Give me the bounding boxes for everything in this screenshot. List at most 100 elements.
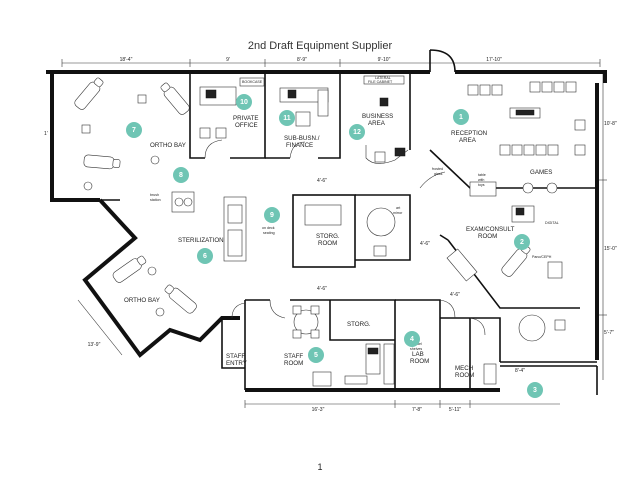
computer-icon	[205, 89, 217, 99]
chair-icon	[374, 151, 386, 163]
room-marker-8: 8	[173, 167, 189, 183]
label-lab-2: ROOM	[410, 358, 429, 365]
sink-icon	[227, 204, 243, 224]
label-digital: DIGITAL	[545, 221, 559, 225]
waiting-chairs	[467, 81, 586, 156]
label-exam-2: ROOM	[478, 233, 497, 240]
room-marker-1: 1	[453, 109, 469, 125]
model-shelves	[383, 343, 395, 385]
label-mech-2: ROOM	[455, 372, 474, 379]
dim-bottom-1: 16'-3"	[312, 407, 325, 413]
label-ondeck-2: seating	[263, 231, 275, 235]
dim-mid-1: 4'-6"	[317, 178, 327, 184]
stool-icon	[81, 124, 91, 134]
room-marker-number: 2	[520, 239, 524, 246]
label-reception-2: AREA	[459, 137, 477, 144]
room-marker-number: 8	[179, 172, 183, 179]
stool-icon	[147, 266, 157, 276]
staff-table-icon	[293, 309, 319, 335]
game-stool-icon	[546, 182, 558, 194]
label-business-area-2: AREA	[368, 120, 386, 127]
stool-icon	[155, 307, 165, 317]
dim-bottom-4: 8'-4"	[515, 368, 525, 374]
counter-icon	[344, 375, 368, 385]
label-lab-1: LAB	[412, 351, 424, 358]
ortho-chair-icon	[83, 154, 121, 170]
dental-chair-icon	[518, 314, 546, 342]
label-staff-entry-1: STAFF	[226, 353, 245, 360]
cabinet-icon	[317, 89, 329, 117]
dim-mid-4: 4'-6"	[450, 292, 460, 298]
label-exam-1: EXAM/CONSULT	[466, 226, 515, 233]
stool-icon	[150, 155, 160, 165]
restroom-icon	[366, 207, 396, 237]
bookcase	[239, 77, 265, 87]
dim-mid-2: 4'-6"	[420, 241, 430, 247]
room-marker-number: 5	[314, 352, 318, 359]
label-sterilization: STERILIZATION	[178, 237, 224, 244]
room-marker-5: 5	[308, 347, 324, 363]
dim-right-2: 15'-0"	[604, 246, 617, 252]
room-marker-number: 11	[283, 115, 291, 122]
room-marker-number: 12	[353, 129, 361, 136]
ortho-chair-icon	[164, 284, 197, 314]
outer-walls	[46, 49, 607, 395]
room-marker-number: 7	[132, 127, 136, 134]
page-title: 2nd Draft Equipment Supplier	[247, 40, 393, 52]
door-swings	[204, 139, 486, 336]
label-staff-room-2: ROOM	[284, 360, 303, 367]
label-ondeck-1: on deck	[262, 226, 275, 230]
label-ortho-bay-top: ORTHO BAY	[150, 142, 186, 149]
exam-chair-icon	[501, 244, 531, 277]
computer-icon	[394, 147, 406, 157]
chair-icon	[215, 127, 227, 139]
label-staff-room-1: STAFF	[284, 353, 303, 360]
cabinet-icon	[227, 229, 243, 257]
dimension-lines-top: 18'-4" 9' 8'-9" 9'-10" 17'-10"	[61, 57, 601, 67]
label-lateral-1: LATERAL	[375, 76, 391, 80]
label-sub-business-2: FINANCE	[286, 142, 313, 149]
label-staff-entry-2: ENTRY	[226, 360, 247, 367]
computer-icon	[379, 97, 389, 107]
dim-top-5: 17'-10"	[486, 57, 502, 63]
dim-top-4: 9'-10"	[378, 57, 391, 63]
room-marker-4: 4	[404, 331, 420, 347]
room-marker-number: 6	[203, 253, 207, 260]
counter-icon	[446, 248, 478, 282]
ortho-chair-icon	[160, 82, 190, 115]
dim-right-1: 10'-8"	[604, 121, 617, 127]
furniture	[74, 75, 586, 387]
dim-left-edge: 1'	[44, 131, 48, 137]
room-marker-7: 7	[126, 122, 142, 138]
label-reception-1: RECEPTION	[451, 130, 487, 137]
dimension-lines-right: 10'-8" 15'-0" 5'-7"	[599, 72, 617, 380]
label-business-area-1: BUSINESS	[362, 113, 393, 120]
label-ortho-bay-bottom: ORTHO BAY	[124, 297, 160, 304]
label-toys-1: table	[478, 173, 486, 177]
label-games: GAMES	[530, 169, 552, 176]
room-marker-2: 2	[514, 234, 530, 250]
dim-top-1: 18'-4"	[120, 57, 133, 63]
label-private-office-1: PRIVATE	[233, 115, 259, 122]
room-marker-number: 9	[270, 212, 274, 219]
label-storage-center-1: STORG.	[316, 233, 340, 240]
dimension-lines-interior: 4'-6" 4'-6" 4'-6" 4'-6" 16'-3" 7'-8" 5'-…	[44, 131, 560, 413]
label-mech-1: MECH	[455, 365, 473, 372]
room-marker-number: 1	[459, 114, 463, 121]
chair-icon	[295, 111, 311, 127]
room-marker-12: 12	[349, 124, 365, 140]
interior-walls	[100, 72, 597, 390]
room-marker-11: 11	[279, 110, 295, 126]
lateral-file-cabinet	[363, 75, 405, 85]
dim-right-3: 5'-7"	[604, 330, 614, 336]
label-toys-2: with	[478, 178, 484, 182]
label-brush-2: station	[150, 198, 161, 202]
ortho-chair-icon	[74, 77, 104, 110]
stool-icon	[554, 319, 566, 331]
label-storage-small: STORG.	[347, 321, 371, 328]
desk-icon	[199, 86, 237, 106]
stool-icon	[83, 181, 93, 191]
room-marker-9: 9	[264, 207, 280, 223]
